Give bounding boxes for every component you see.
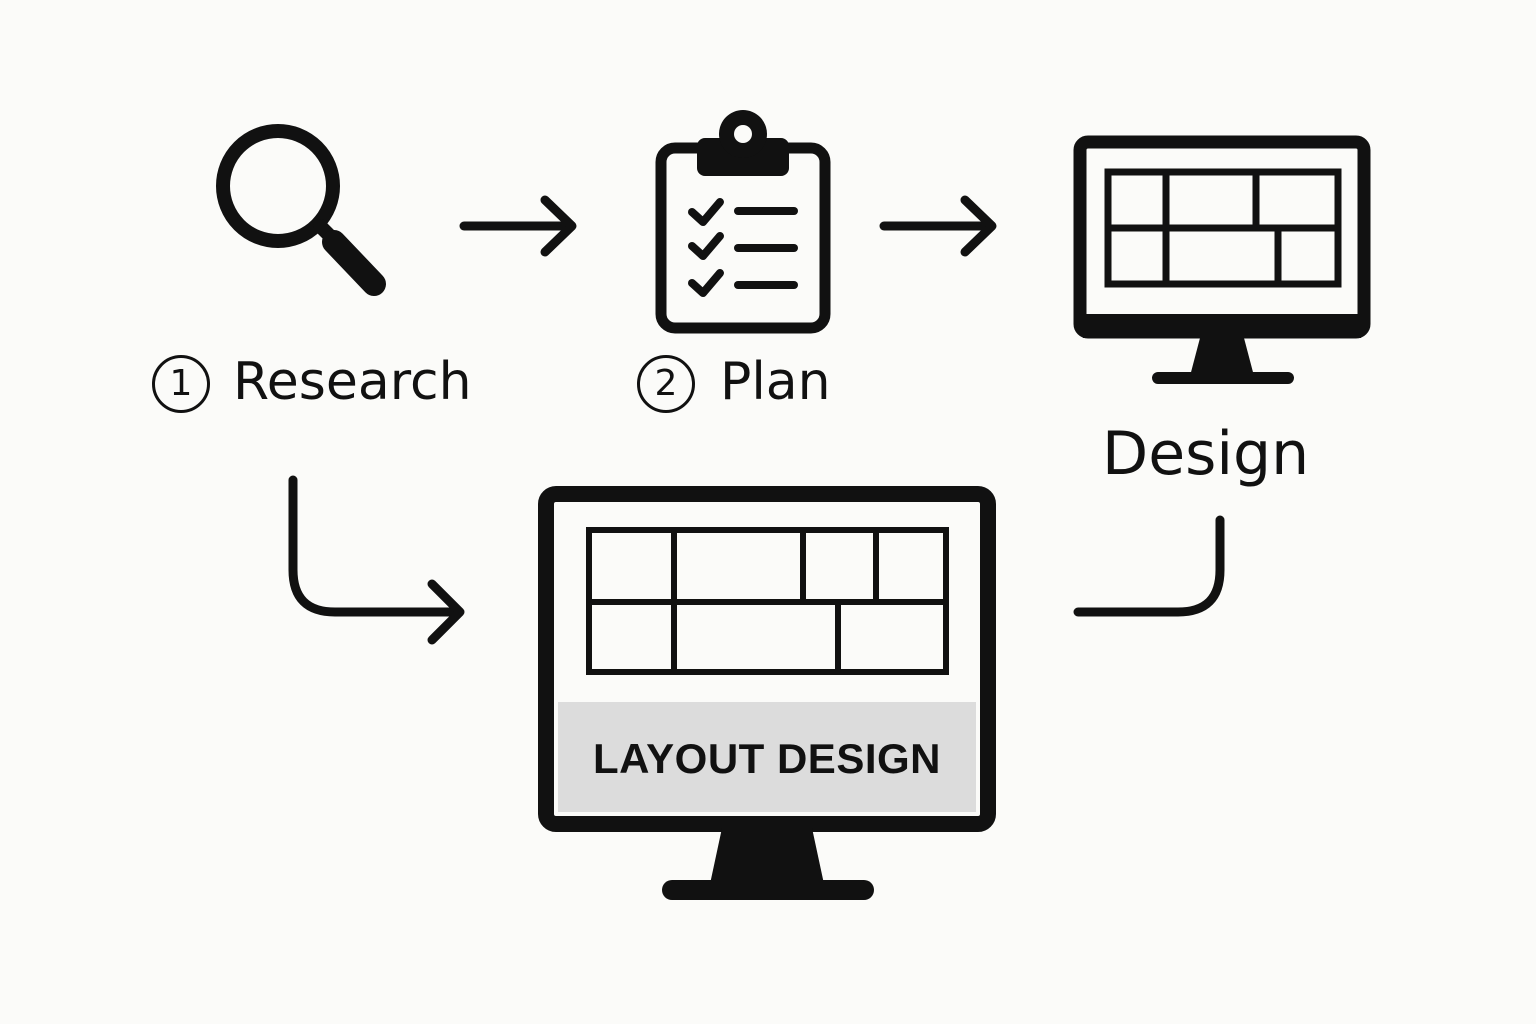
- step-number-badge: 2: [637, 355, 695, 413]
- layout-banner: [558, 702, 976, 812]
- connector-design-to-layout: [1073, 515, 1225, 617]
- magnifying-glass-icon: [216, 124, 386, 296]
- step-number-badge: 1: [152, 355, 210, 413]
- arrow-research-to-layout: [288, 475, 465, 645]
- step-label-research: Research: [233, 352, 472, 412]
- clipboard-checklist-icon: [655, 110, 831, 334]
- step-label-design: Design: [1102, 419, 1310, 489]
- monitor-layout-icon: [538, 486, 996, 900]
- step-label-plan: Plan: [720, 352, 831, 412]
- monitor-wireframe-icon: [1073, 135, 1371, 384]
- arrow-research-to-plan: [459, 195, 577, 257]
- layout-design-text: LAYOUT DESIGN: [593, 735, 941, 782]
- arrow-plan-to-design: [879, 195, 997, 257]
